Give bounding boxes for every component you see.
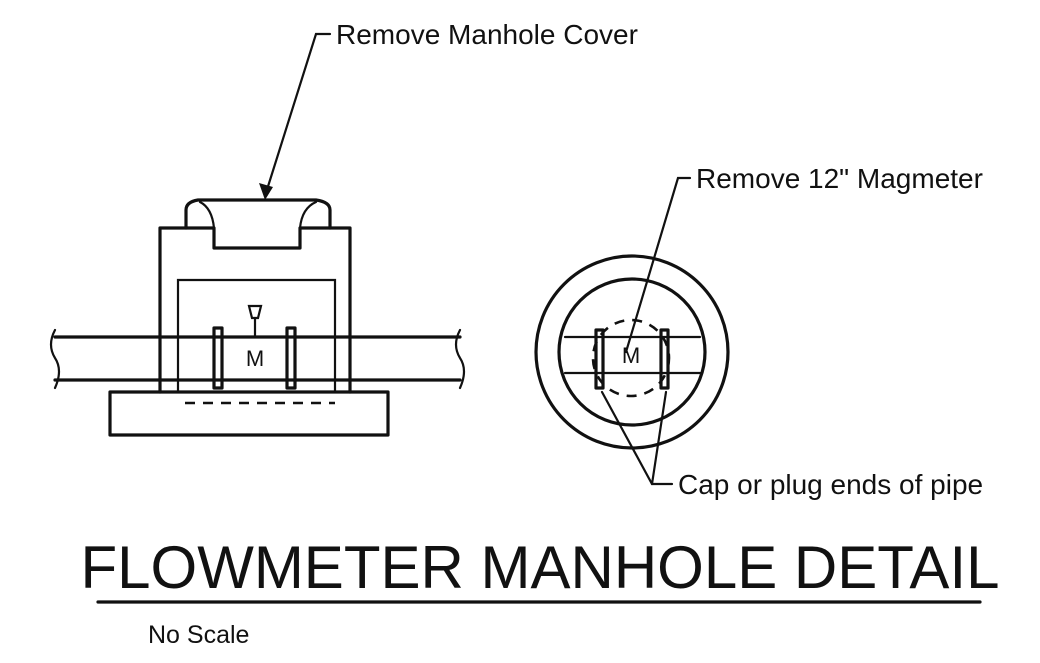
cover-callout: Remove Manhole Cover xyxy=(336,19,638,50)
plan-flange-right xyxy=(659,328,670,390)
manhole-inner-circle xyxy=(557,277,707,427)
pipe-break-left xyxy=(49,328,61,390)
caps-callout: Cap or plug ends of pipe xyxy=(678,469,983,500)
plan-flange-left xyxy=(594,328,605,390)
manhole-plan-view: M xyxy=(534,254,730,450)
magmeter-leader-line xyxy=(624,176,692,354)
flange-left xyxy=(212,326,224,390)
cover-frame-detail xyxy=(198,200,318,230)
cover-leader-line xyxy=(263,32,332,198)
base-slab xyxy=(108,390,390,437)
manhole-section-view: M xyxy=(49,198,466,437)
leader-lines xyxy=(259,32,692,486)
drawing-title: FLOWMETER MANHOLE DETAIL xyxy=(81,534,1000,601)
manhole-cover xyxy=(184,198,332,230)
pipe-break-right xyxy=(454,328,466,390)
flange-right xyxy=(285,326,297,390)
cover-leader-arrowhead xyxy=(259,183,273,200)
magmeter-callout: Remove 12" Magmeter xyxy=(696,163,983,194)
meter-sensor-head xyxy=(247,304,263,320)
manhole-outer-wall xyxy=(158,226,352,394)
section-meter-label: M xyxy=(246,346,264,371)
cap-leader-right xyxy=(650,390,668,486)
scale-note: No Scale xyxy=(148,621,249,649)
cap-leader-left xyxy=(600,390,674,486)
plan-meter-label: M xyxy=(622,343,640,368)
